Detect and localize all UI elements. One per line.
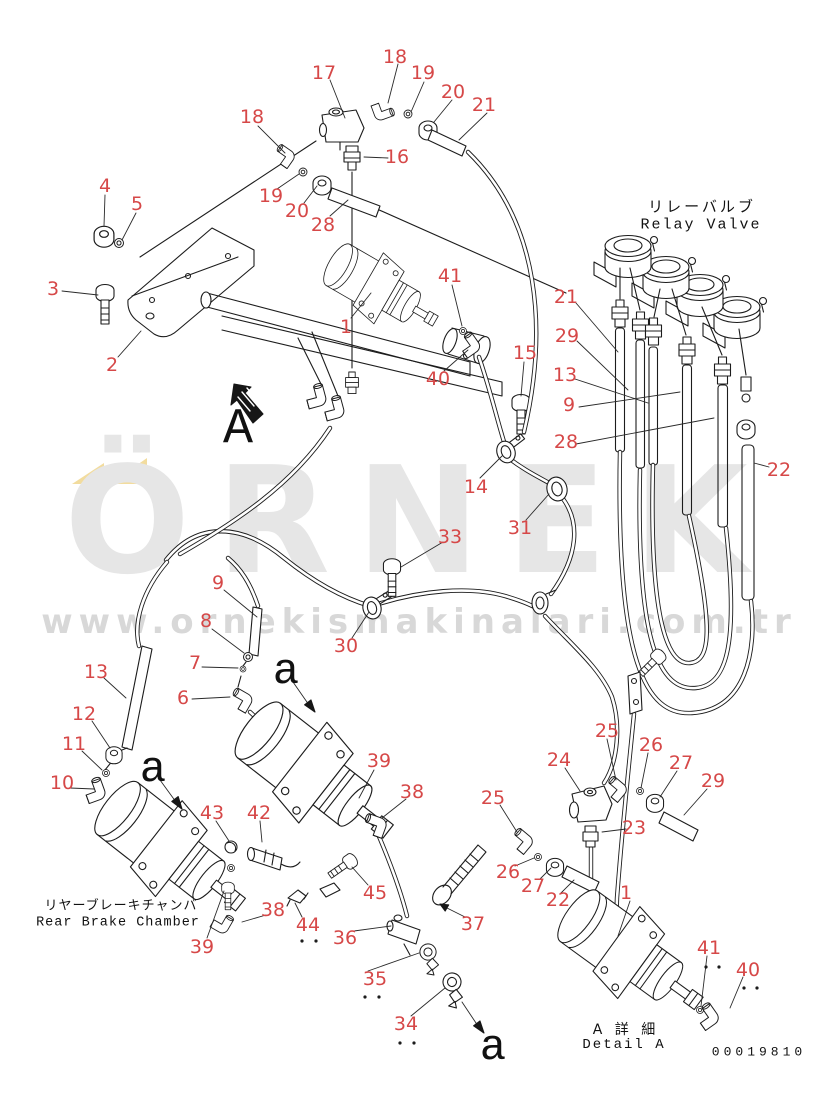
callout-19: 19 — [410, 62, 436, 84]
callout-1: 1 — [339, 316, 353, 338]
detail-marker-a: a — [479, 1023, 507, 1073]
reference-dots — [300, 939, 759, 1045]
callout-27: 27 — [668, 752, 694, 774]
callout-25: 25 — [594, 720, 620, 742]
hose-clamps — [359, 432, 669, 715]
top-fitting-cluster — [270, 98, 467, 395]
bottom-fitting-cluster — [386, 844, 487, 1010]
callout-25: 25 — [480, 787, 506, 809]
detail-marker-a: a — [139, 745, 167, 795]
callout-5: 5 — [130, 193, 144, 215]
bottom-right-valve-cluster — [507, 774, 699, 894]
callout-26: 26 — [495, 861, 521, 883]
callout-33: 33 — [437, 526, 463, 548]
callout-38: 38 — [399, 781, 425, 803]
callout-13: 13 — [83, 661, 109, 683]
callout-28: 28 — [553, 431, 579, 453]
main-brake-assembly — [200, 231, 531, 435]
callout-31: 31 — [507, 517, 533, 539]
callout-41: 41 — [696, 937, 722, 959]
callout-20: 20 — [284, 200, 310, 222]
callout-24: 24 — [546, 749, 572, 771]
callout-44: 44 — [295, 914, 321, 936]
callout-8: 8 — [199, 610, 213, 632]
mounting-bracket — [93, 225, 255, 338]
callout-9: 9 — [562, 394, 576, 416]
view-a-arrow-icon — [230, 383, 264, 424]
callout-42: 42 — [246, 802, 272, 824]
callout-22: 22 — [766, 459, 792, 481]
hoses — [107, 149, 755, 933]
callout-39: 39 — [366, 750, 392, 772]
callout-16: 16 — [384, 146, 410, 168]
callout-9: 9 — [211, 572, 225, 594]
relay-valve-label-jp: リレーバルブ — [648, 197, 756, 216]
relay-valve-label-en: Relay Valve — [640, 216, 762, 234]
callout-29: 29 — [554, 325, 580, 347]
callout-36: 36 — [332, 927, 358, 949]
callout-17: 17 — [311, 62, 337, 84]
callout-23: 23 — [621, 817, 647, 839]
rear-brake-chamber-label-en: Rear Brake Chamber — [36, 915, 200, 931]
callout-45: 45 — [362, 882, 388, 904]
callout-21: 21 — [471, 94, 497, 116]
callout-6: 6 — [176, 687, 190, 709]
callout-41: 41 — [437, 265, 463, 287]
view-arrows — [159, 383, 485, 1034]
callout-26: 26 — [638, 734, 664, 756]
callout-40: 40 — [425, 368, 451, 390]
rear-brake-chamber-label-jp: リヤーブレーキチャンバ — [44, 898, 198, 914]
callout-35: 35 — [362, 968, 388, 990]
callout-28: 28 — [310, 214, 336, 236]
callout-7: 7 — [188, 652, 202, 674]
detail-a-label-en: Detail A — [582, 1037, 666, 1053]
callout-1: 1 — [619, 882, 633, 904]
callout-38: 38 — [260, 899, 286, 921]
rear-brake-chamber-middle — [217, 683, 419, 907]
callout-14: 14 — [463, 476, 489, 498]
callout-12: 12 — [71, 703, 97, 725]
logo-triangle-icon — [72, 463, 104, 484]
drawing-number: 00019810 — [711, 1044, 807, 1060]
detail-a-label-jp: A 詳 細 — [592, 1022, 660, 1038]
relay-valves — [593, 234, 768, 376]
callout-37: 37 — [460, 913, 486, 935]
logo-triangle-icon — [110, 458, 147, 484]
callout-4: 4 — [98, 175, 112, 197]
callout-18: 18 — [382, 46, 408, 68]
callout-10: 10 — [49, 772, 75, 794]
leader-lines — [61, 63, 770, 1017]
left-fitting-chains — [81, 606, 263, 805]
callout-39: 39 — [189, 936, 215, 958]
callout-30: 30 — [333, 635, 359, 657]
callout-20: 20 — [440, 81, 466, 103]
callout-13: 13 — [552, 364, 578, 386]
callout-40: 40 — [735, 959, 761, 981]
callout-43: 43 — [199, 802, 225, 824]
callout-27: 27 — [520, 875, 546, 897]
callout-19: 19 — [258, 185, 284, 207]
callout-11: 11 — [61, 733, 87, 755]
callout-18: 18 — [239, 106, 265, 128]
callout-21: 21 — [553, 286, 579, 308]
callout-15: 15 — [512, 342, 538, 364]
callout-3: 3 — [46, 278, 60, 300]
callout-29: 29 — [700, 770, 726, 792]
callout-22: 22 — [545, 889, 571, 911]
callout-34: 34 — [393, 1013, 419, 1035]
watermark-brand: ÖRNEK — [64, 435, 774, 607]
view-marker-A: A — [222, 401, 254, 459]
detail-marker-a: a — [272, 647, 300, 697]
callout-2: 2 — [105, 354, 119, 376]
